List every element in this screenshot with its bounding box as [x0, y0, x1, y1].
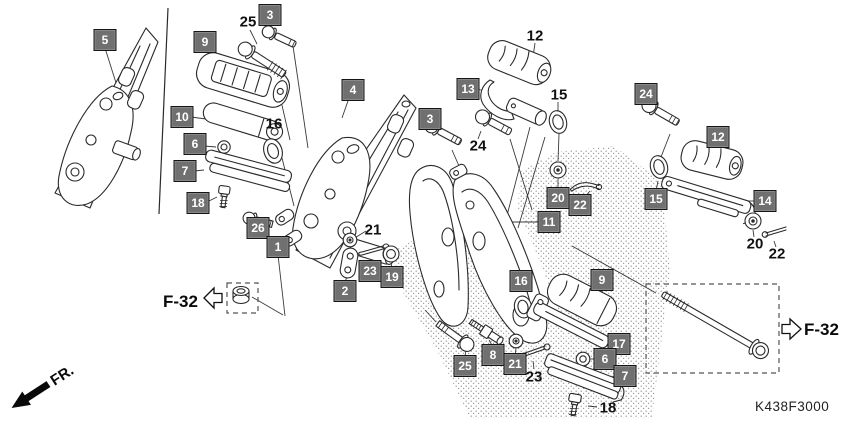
frame-ref-right: F-32 [804, 320, 839, 339]
part-pivot-tube-10 [202, 102, 284, 142]
part-nut-19 [382, 245, 400, 263]
part-nut-f32-ref [232, 285, 250, 305]
part-joint-plate-2 [339, 247, 359, 279]
callout-7[interactable]: 7 [173, 160, 197, 182]
part-flange-bolt-25-bottom [435, 320, 475, 353]
callout-18[interactable]: 18 [186, 192, 210, 214]
section-divider-line [158, 7, 169, 215]
part-footpeg-rubber-9-top [195, 52, 291, 108]
part-long-bolt [661, 291, 770, 360]
part-ring-15-top [548, 110, 568, 134]
f32-ref-box-right [645, 283, 780, 374]
part-step-bolt-8 [468, 318, 504, 345]
callout-18[interactable]: 18 [599, 399, 617, 417]
callout-25[interactable]: 25 [453, 355, 477, 377]
f32-arrow-right-icon [781, 317, 802, 341]
part-footpeg-rubber-12-top [487, 40, 552, 86]
callout-23[interactable]: 23 [358, 260, 382, 282]
callout-9[interactable]: 9 [193, 31, 217, 53]
part-pivot-pin-13 [505, 97, 547, 126]
part-bolt-18-bottom [568, 392, 582, 417]
callout-25[interactable]: 25 [239, 13, 257, 31]
callout-2[interactable]: 2 [333, 280, 357, 302]
callout-9[interactable]: 9 [590, 269, 614, 291]
callout-26[interactable]: 26 [246, 217, 270, 239]
callout-3[interactable]: 3 [418, 108, 442, 130]
callout-10[interactable]: 10 [170, 106, 194, 128]
callout-1[interactable]: 1 [266, 236, 290, 258]
callout-22[interactable]: 22 [568, 194, 592, 216]
callout-23[interactable]: 23 [525, 368, 543, 386]
part-step-bracket-center [292, 94, 417, 269]
part-washer-21-mid [342, 232, 358, 248]
part-flange-bolt-25-top [237, 41, 287, 80]
callout-6[interactable]: 6 [593, 348, 617, 370]
callout-15[interactable]: 15 [644, 188, 668, 210]
part-step-bracket-left [54, 27, 159, 209]
callout-22[interactable]: 22 [768, 245, 786, 263]
callout-12[interactable]: 12 [526, 27, 544, 45]
callout-16[interactable]: 16 [265, 115, 283, 133]
part-clip-22-right [761, 226, 787, 238]
front-arrow-icon [11, 381, 51, 408]
callout-4[interactable]: 4 [341, 79, 365, 101]
part-bolt-24-mid [474, 109, 513, 136]
part-footpeg-rubber-9-bottom [546, 273, 618, 327]
diagram-code: K438F3000 [755, 399, 829, 414]
part-step-bar-17 [526, 293, 610, 349]
part-washer-20-right [744, 212, 762, 230]
part-joint-plate-1a [275, 208, 295, 226]
callout-21[interactable]: 21 [364, 221, 382, 239]
callout-15[interactable]: 15 [550, 86, 568, 104]
part-ring-16-top [263, 138, 283, 164]
part-footpeg-rubber-12-right [680, 140, 744, 180]
f32-ref-box-left [226, 282, 259, 314]
callout-6[interactable]: 6 [183, 133, 207, 155]
callout-3[interactable]: 3 [258, 4, 282, 26]
callout-20[interactable]: 20 [746, 235, 764, 253]
callout-19[interactable]: 19 [380, 266, 404, 288]
callout-11[interactable]: 11 [537, 211, 561, 233]
f32-arrow-left-icon [203, 286, 223, 310]
callout-5[interactable]: 5 [93, 29, 117, 51]
callout-24[interactable]: 24 [634, 83, 658, 105]
callout-14[interactable]: 14 [753, 190, 777, 212]
callout-21[interactable]: 21 [503, 353, 527, 375]
callout-12[interactable]: 12 [706, 126, 730, 148]
callout-20[interactable]: 20 [546, 187, 570, 209]
part-washer-21-bottom [508, 333, 524, 349]
part-bolt-18-top [218, 184, 231, 209]
part-clip-22-mid [569, 182, 603, 192]
part-bolt-3-top [261, 25, 297, 48]
callout-13[interactable]: 13 [456, 78, 480, 100]
callout-16[interactable]: 16 [509, 270, 533, 292]
part-washer-20-mid [549, 161, 567, 179]
frame-ref-left: F-32 [163, 292, 198, 311]
callout-24[interactable]: 24 [469, 137, 487, 155]
callout-7[interactable]: 7 [613, 365, 637, 387]
part-ring-15-right [649, 155, 669, 179]
callout-8[interactable]: 8 [481, 344, 505, 366]
